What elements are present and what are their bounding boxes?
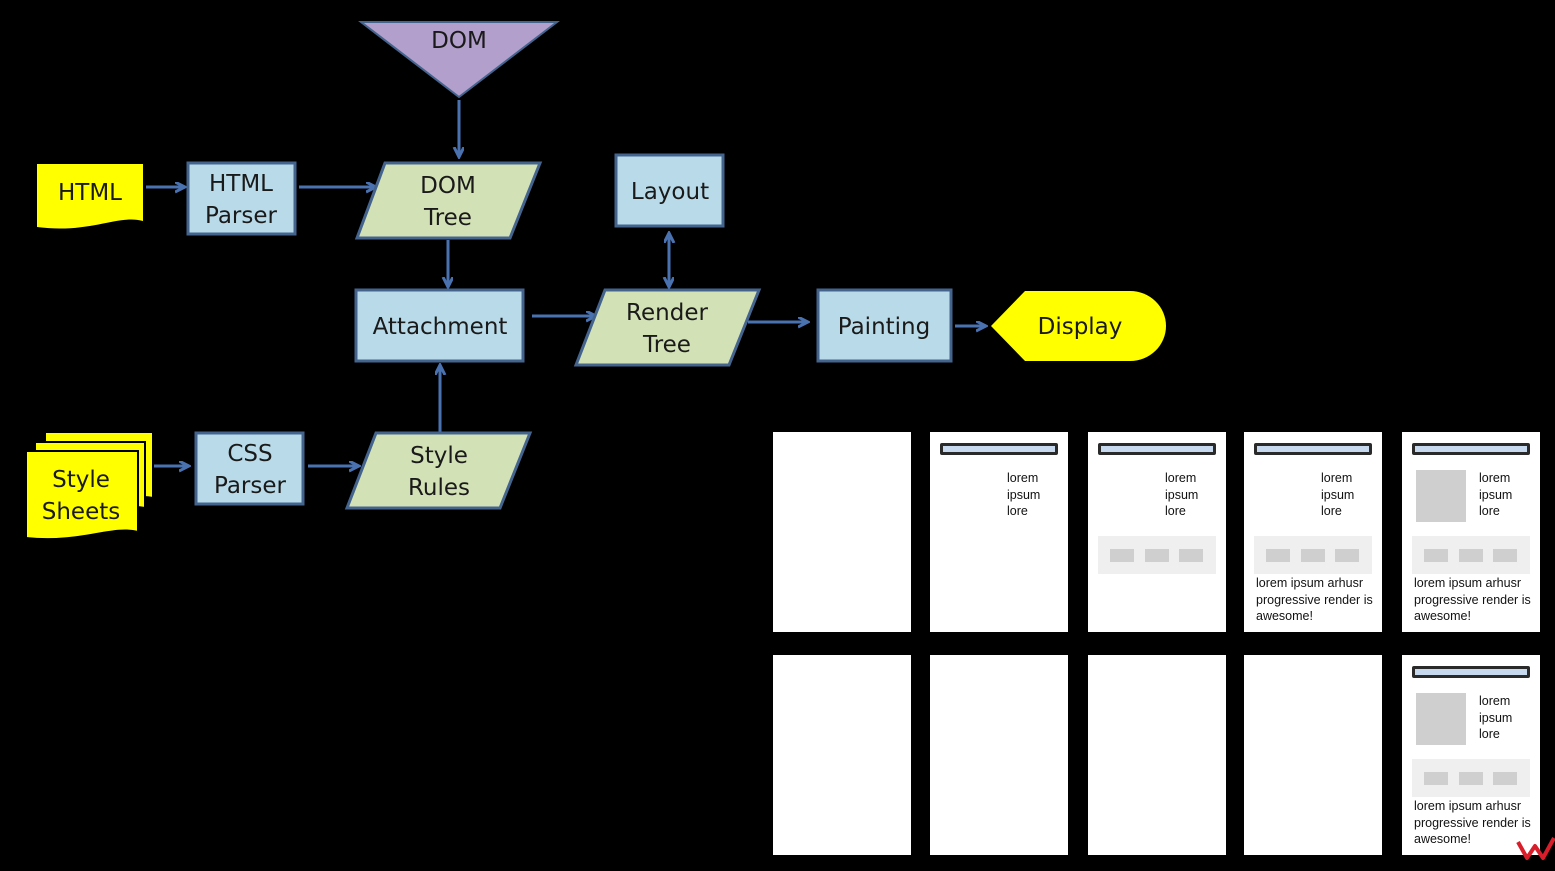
render-tree-label-2: Tree [642,332,691,358]
node-display: Display [991,291,1166,361]
thumbnail-placeholder [1110,549,1134,562]
html-parser-label-1: HTML [209,171,273,197]
display-label: Display [1038,314,1123,340]
render-frame-bottom-3 [1088,655,1226,855]
layout-label: Layout [631,179,709,205]
style-rules-label-1: Style [410,443,468,469]
caption-text: lorem ipsum arhusr progressive render is… [1414,576,1531,623]
connectors [146,100,985,466]
node-painting: Painting [816,288,953,363]
lorem-text: lorem ipsum lore [1165,471,1199,518]
render-frame-bottom-2 [930,655,1068,855]
node-dom-tree: DOM Tree [354,161,543,240]
render-frame-bottom-5: lorem ipsum lore lorem ipsum arhusr progr… [1402,655,1540,855]
dom-tree-label-1: DOM [420,173,476,199]
image-placeholder [1416,470,1466,522]
thumbnail-strip [1098,536,1216,574]
caption-text: lorem ipsum arhusr progressive render is… [1414,799,1531,846]
dom-tree-label-2: Tree [423,205,472,231]
html-parser-label-2: Parser [205,203,278,229]
thumbnail-placeholder [1493,772,1517,785]
thumbnail-placeholder [1301,549,1325,562]
header-bar [1412,666,1530,678]
thumbnail-placeholder [1266,549,1290,562]
node-dom: DOM [358,21,560,99]
header-bar [1098,443,1216,455]
render-frame-top-1 [773,432,911,632]
render-frame-top-3: lorem ipsum lore [1088,432,1226,632]
w-logo-icon [1516,837,1555,860]
header-bar [940,443,1058,455]
header-bar [1254,443,1372,455]
lorem-text: lorem ipsum lore [1479,694,1513,741]
lorem-text: lorem ipsum lore [1479,471,1513,518]
node-html-parser: HTML Parser [186,161,297,236]
css-parser-label-2: Parser [214,473,287,499]
header-bar [1412,443,1530,455]
node-layout: Layout [614,153,725,228]
thumbnail-strip [1254,536,1372,574]
image-placeholder [1416,693,1466,745]
caption-text: lorem ipsum arhusr progressive render is… [1256,576,1373,623]
thumbnail-placeholder [1335,549,1359,562]
html-label: HTML [58,180,122,206]
thumbnail-strip [1412,536,1530,574]
painting-label: Painting [838,314,930,340]
render-frame-top-4: lorem ipsum lore lorem ipsum arhusr progr… [1244,432,1382,632]
node-style-sheets: Style Sheets [25,431,154,541]
attachment-label: Attachment [373,314,508,340]
style-sheets-label-2: Sheets [42,499,120,525]
dom-label: DOM [431,28,487,54]
render-frame-bottom-1 [773,655,911,855]
node-css-parser: CSS Parser [194,431,305,506]
node-render-tree: Render Tree [573,288,762,367]
lorem-text: lorem ipsum lore [1321,471,1355,518]
css-parser-label-1: CSS [227,441,272,467]
render-frame-top-2: lorem ipsum lore [930,432,1068,632]
thumbnail-placeholder [1424,772,1448,785]
render-frame-top-5: lorem ipsum lore lorem ipsum arhusr progr… [1402,432,1540,632]
thumbnail-placeholder [1424,549,1448,562]
lorem-text: lorem ipsum lore [1007,471,1041,518]
render-frame-bottom-4 [1244,655,1382,855]
thumbnail-strip [1412,759,1530,797]
thumbnail-placeholder [1145,549,1169,562]
render-tree-label-1: Render [626,300,708,326]
thumbnail-placeholder [1459,772,1483,785]
node-attachment: Attachment [354,288,525,363]
style-sheets-label-1: Style [52,467,110,493]
node-style-rules: Style Rules [344,431,533,510]
thumbnail-placeholder [1179,549,1203,562]
node-html: HTML [37,164,143,229]
style-rules-label-2: Rules [408,475,470,501]
thumbnail-placeholder [1493,549,1517,562]
thumbnail-placeholder [1459,549,1483,562]
